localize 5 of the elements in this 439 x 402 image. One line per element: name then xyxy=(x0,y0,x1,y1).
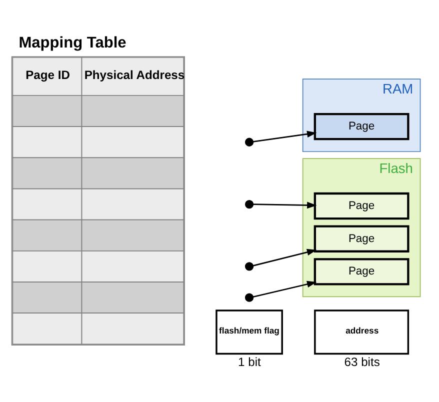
diagram-title: Mapping Table xyxy=(18,34,126,51)
label: Physical Address xyxy=(84,67,185,82)
node-label: 1 bit xyxy=(238,354,261,368)
label: Page ID xyxy=(26,67,70,82)
node-label: 63 bits xyxy=(344,354,380,368)
